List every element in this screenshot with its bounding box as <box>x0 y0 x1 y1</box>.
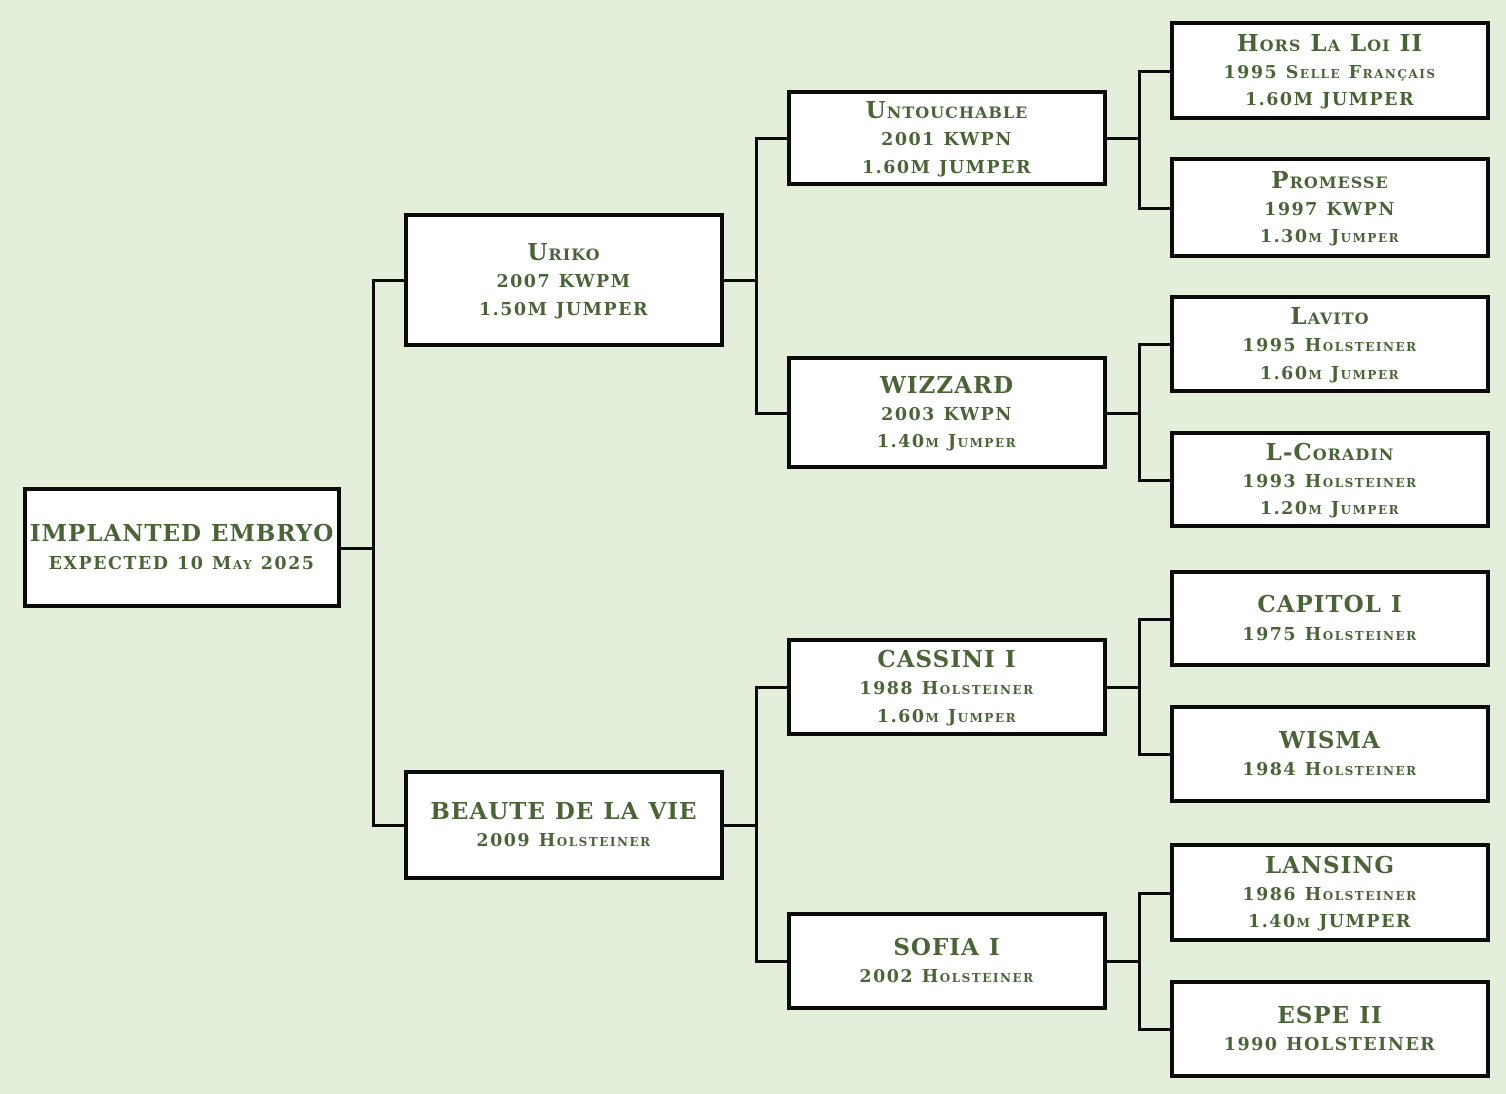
connector-line <box>1138 70 1170 73</box>
horse-detail-1: 1995 Selle Français <box>1223 62 1437 83</box>
connector-line <box>1107 686 1141 689</box>
connector-line <box>755 137 758 414</box>
node-lavito[interactable]: Lavito 1995 Holsteiner 1.60m Jumper <box>1170 295 1490 393</box>
node-capitol-i[interactable]: CAPITOL I 1975 Holsteiner <box>1170 570 1490 667</box>
horse-detail-1: 2009 Holsteiner <box>476 831 652 852</box>
horse-name: WIZZARD <box>879 371 1015 399</box>
connector-line <box>372 279 375 826</box>
horse-detail-2: 1.60M JUMPER <box>861 157 1033 178</box>
node-l-coradin[interactable]: L-Coradin 1993 Holsteiner 1.20m Jumper <box>1170 431 1490 528</box>
connector-line <box>1138 753 1170 756</box>
horse-detail-1: 2001 KWPN <box>881 130 1013 151</box>
horse-name: CAPITOL I <box>1257 591 1403 619</box>
node-implanted-embryo[interactable]: IMPLANTED EMBRYO EXPECTED 10 May 2025 <box>23 487 341 608</box>
horse-name: Untouchable <box>865 97 1029 125</box>
connector-line <box>1138 70 1141 209</box>
node-uriko[interactable]: Uriko 2007 KWPM 1.50M JUMPER <box>404 213 724 347</box>
horse-detail-1: 1993 Holsteiner <box>1242 471 1418 492</box>
horse-name: Promesse <box>1271 166 1389 194</box>
connector-line <box>1138 892 1141 1030</box>
connector-line <box>1138 618 1141 755</box>
horse-detail-1: 1988 Holsteiner <box>859 679 1035 700</box>
horse-detail-1: 1975 Holsteiner <box>1242 624 1418 645</box>
horse-detail-1: 2003 KWPN <box>881 404 1013 425</box>
horse-detail-2: 1.60m Jumper <box>876 706 1018 727</box>
horse-detail-2: 1.60m Jumper <box>1259 363 1401 384</box>
node-promesse[interactable]: Promesse 1997 KWPN 1.30m Jumper <box>1170 157 1490 258</box>
node-wisma[interactable]: WISMA 1984 Holsteiner <box>1170 705 1490 803</box>
connector-line <box>724 279 758 282</box>
node-hors-la-loi-ii[interactable]: Hors La Loi II 1995 Selle Français 1.60M… <box>1170 21 1490 120</box>
horse-name: Uriko <box>527 239 601 267</box>
node-untouchable[interactable]: Untouchable 2001 KWPN 1.60M JUMPER <box>787 90 1107 186</box>
horse-detail-1: 1990 HOLSTEINER <box>1223 1035 1437 1056</box>
horse-detail-1: 1995 Holsteiner <box>1242 336 1418 357</box>
horse-detail-1: 2002 Holsteiner <box>859 967 1035 988</box>
horse-name: Lavito <box>1290 303 1370 331</box>
node-cassini-i[interactable]: CASSINI I 1988 Holsteiner 1.60m Jumper <box>787 638 1107 736</box>
horse-name: BEAUTE DE LA VIE <box>430 797 698 825</box>
horse-detail-2: 1.30m Jumper <box>1259 227 1401 248</box>
horse-name: LANSING <box>1264 851 1396 879</box>
connector-line <box>372 824 404 827</box>
connector-line <box>755 960 787 963</box>
connector-line <box>372 279 404 282</box>
connector-line <box>755 686 758 962</box>
horse-name: L-Coradin <box>1265 438 1395 466</box>
node-wizzard[interactable]: WIZZARD 2003 KWPN 1.40m Jumper <box>787 356 1107 469</box>
connector-line <box>755 137 787 140</box>
connector-line <box>1107 960 1141 963</box>
connector-line <box>1138 207 1170 210</box>
connector-line <box>724 824 758 827</box>
horse-name: WISMA <box>1279 726 1381 754</box>
connector-line <box>755 686 787 689</box>
connector-line <box>755 412 787 415</box>
connector-line <box>1138 892 1170 895</box>
horse-detail-2: 1.50M JUMPER <box>478 299 650 320</box>
node-lansing[interactable]: LANSING 1986 Holsteiner 1.40m JUMPER <box>1170 843 1490 942</box>
horse-name: Hors La Loi II <box>1236 29 1424 57</box>
horse-detail-1: 2007 KWPM <box>496 272 632 293</box>
connector-line <box>1107 137 1141 140</box>
horse-detail-2: 1.60M JUMPER <box>1244 90 1416 111</box>
connector-line <box>1138 1028 1170 1031</box>
horse-detail-2: 1.40m Jumper <box>876 432 1018 453</box>
connector-line <box>1107 412 1141 415</box>
connector-line <box>1138 479 1170 482</box>
node-beaute-de-la-vie[interactable]: BEAUTE DE LA VIE 2009 Holsteiner <box>404 770 724 880</box>
horse-detail-1: EXPECTED 10 May 2025 <box>48 553 316 574</box>
horse-detail-1: 1984 Holsteiner <box>1242 760 1418 781</box>
horse-name: IMPLANTED EMBRYO <box>29 520 335 548</box>
horse-detail-1: 1986 Holsteiner <box>1242 884 1418 905</box>
horse-name: ESPE II <box>1277 1001 1383 1029</box>
node-sofia-i[interactable]: SOFIA I 2002 Holsteiner <box>787 912 1107 1010</box>
connector-line <box>341 547 375 550</box>
node-espe-ii[interactable]: ESPE II 1990 HOLSTEINER <box>1170 980 1490 1078</box>
horse-name: CASSINI I <box>877 646 1017 674</box>
connector-line <box>1138 343 1170 346</box>
connector-line <box>1138 618 1170 621</box>
connector-line <box>1138 343 1141 481</box>
horse-name: SOFIA I <box>893 933 1001 961</box>
horse-detail-2: 1.20m Jumper <box>1259 499 1401 520</box>
horse-detail-2: 1.40m JUMPER <box>1248 912 1412 933</box>
horse-detail-1: 1997 KWPN <box>1264 199 1396 220</box>
